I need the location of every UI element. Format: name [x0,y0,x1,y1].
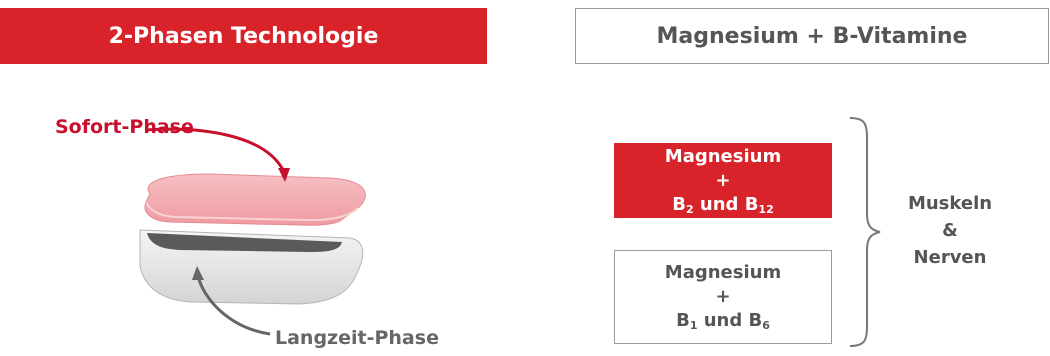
tablet-illustration [139,127,366,336]
curly-bracket [849,117,881,347]
box-line-plus: + [715,169,731,191]
sofort-phase-layer [144,173,366,226]
ingredients-header-title: Magnesium + B-Vitamine [656,23,968,49]
box-line-magnesium: Magnesium [664,145,782,167]
sofort-arrow [144,127,285,171]
langzeit-phase-cavity [147,233,342,252]
sofort-phase-label: Sofort-Phase [55,116,194,138]
technology-header: 2-Phasen Technologie [0,8,487,64]
ingredients-header: Magnesium + B-Vitamine [575,8,1049,64]
box-line-vitamins: B1 und B6 [676,310,770,332]
box-line-plus: + [715,286,731,307]
magnesium-b2-b12-box: Magnesium + B2 und B12 [614,143,832,218]
langzeit-arrowhead [192,266,204,280]
sofort-arrowhead [278,168,290,182]
langzeit-phase-label: Langzeit-Phase [275,327,439,349]
result-line-3: Nerven [913,247,987,268]
technology-header-title: 2-Phasen Technologie [108,23,379,49]
magnesium-b1-b6-box: Magnesium + B1 und B6 [614,250,832,344]
muscles-nerves-text: Muskeln & Nerven [890,190,1010,271]
box-line-magnesium: Magnesium [664,262,782,283]
result-line-1: Muskeln [907,193,993,214]
langzeit-arrow [196,275,271,336]
result-line-2: & [942,220,958,241]
box-line-vitamins: B2 und B12 [672,193,774,216]
